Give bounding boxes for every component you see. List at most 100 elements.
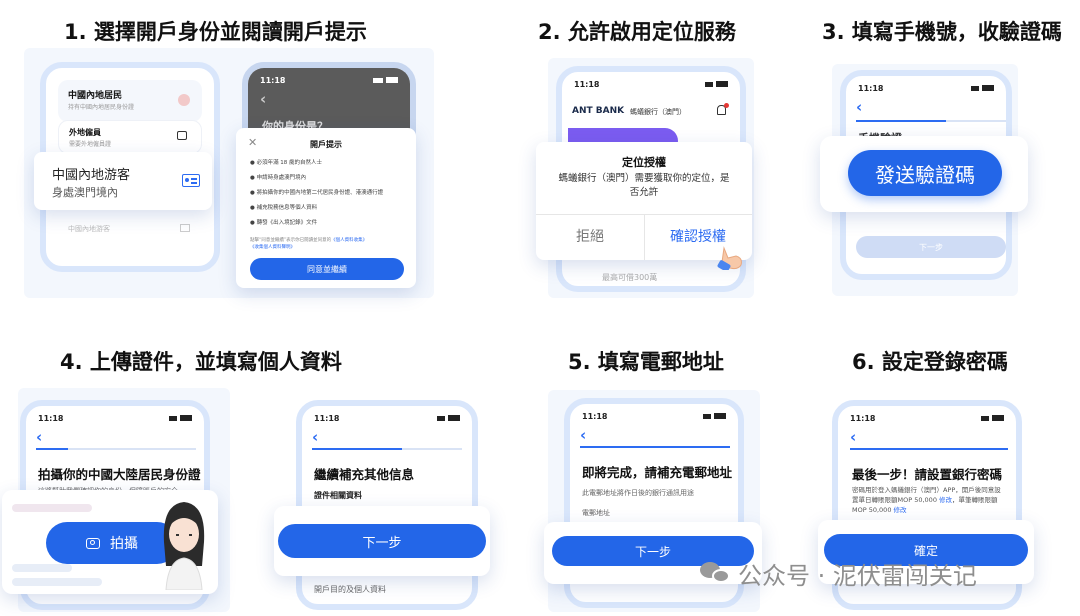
avatar-illustration bbox=[158, 496, 210, 591]
notification-dot bbox=[724, 103, 729, 108]
option-mainland-tourist-faded: 中國內地游客 bbox=[68, 225, 110, 233]
selected-option-title: 中國內地游客 bbox=[52, 168, 131, 183]
agreement-link[interactable]: 《收集個人資料聲明》 bbox=[250, 244, 295, 250]
edit-limit-link[interactable]: 修改 bbox=[939, 495, 953, 504]
watermark-text: 公众号 · 泥伏雷闯关记 bbox=[738, 561, 977, 590]
brand-logo: ANT BANK bbox=[572, 106, 625, 116]
progress-bar bbox=[312, 448, 462, 450]
step-3-title: 3. 填寫手機號，收驗證碼 bbox=[822, 20, 1062, 44]
agree-continue-button[interactable]: 同意並繼續 bbox=[250, 258, 404, 280]
progress-bar bbox=[36, 448, 196, 450]
progress-bar bbox=[856, 120, 1006, 122]
option-foreign-worker[interactable]: 外地僱員 需要外地僱員證 bbox=[58, 120, 202, 154]
password-description: 密碼用於登入螞蟻銀行（澳門）APP，開戶後同意設置單日轉賬限額MOP 50,00… bbox=[852, 486, 1001, 514]
placeholder-line bbox=[12, 578, 102, 586]
status-time: 11:18 bbox=[850, 413, 876, 423]
option-mainland-resident[interactable]: 中國內地居民 持有中國內地居民身份證 bbox=[58, 80, 202, 122]
status-time: 11:18 bbox=[38, 413, 64, 423]
page-title: 最後一步！請設置銀行密碼 bbox=[852, 467, 1003, 482]
status-bar: 11:18 bbox=[314, 412, 460, 424]
step-1-title: 1. 選擇開戶身份並閱讀開戶提示 bbox=[64, 20, 367, 44]
placeholder-line bbox=[12, 504, 92, 512]
confirm-card: 確定 bbox=[818, 520, 1034, 584]
status-time: 11:18 bbox=[582, 411, 608, 421]
send-code-button[interactable]: 發送驗證碼 bbox=[848, 150, 1002, 196]
tip-item: ● 補充稅務信息等個人資料 bbox=[250, 205, 318, 211]
progress-bar bbox=[850, 448, 1008, 450]
step-2-title: 2. 允許啟用定位服務 bbox=[538, 20, 736, 44]
status-bar: 11:18 bbox=[574, 78, 728, 90]
progress-bar bbox=[580, 446, 730, 448]
section-title: 證件相關資料 bbox=[314, 491, 362, 500]
watermark: 公众号 · 泥伏雷闯关记 bbox=[700, 556, 977, 590]
status-time: 11:18 bbox=[314, 413, 340, 423]
status-bar: 11:18 bbox=[582, 410, 726, 422]
option-title: 中國內地居民 bbox=[68, 91, 123, 101]
step-4-title: 4. 上傳證件，並填寫個人資料 bbox=[60, 350, 342, 374]
status-time: 11:18 bbox=[574, 79, 600, 89]
id-card-icon bbox=[178, 94, 190, 106]
agreement-link[interactable]: 《個人資料收集》 bbox=[331, 238, 368, 243]
wechat-icon bbox=[700, 560, 730, 586]
status-bar: 11:18 bbox=[38, 412, 192, 424]
camera-icon bbox=[86, 537, 100, 549]
option-sub: 持有中國內地居民身份證 bbox=[68, 104, 135, 111]
back-arrow-icon[interactable]: ‹ bbox=[856, 98, 863, 116]
selected-option-sub: 身處澳門境內 bbox=[52, 186, 118, 199]
location-permission-dialog: 定位授權 螞蟻銀行（澳門）需要獲取你的定位，是否允許 拒絕 確認授權 bbox=[536, 142, 752, 260]
next-card: 下一步 bbox=[274, 506, 490, 576]
tips-sheet: ✕ 開戶提示 ● 必須年滿 18 歲的自然人士 ● 申請時身處澳門境內 ● 將拍… bbox=[236, 128, 416, 288]
agreement-text: 點擊“同意並繼續”表示你已閱讀並同意的《個人資料收集》《收集個人資料聲明》 bbox=[250, 238, 368, 250]
shoot-label: 拍攝 bbox=[110, 536, 138, 552]
next-button[interactable]: 下一步 bbox=[278, 524, 486, 558]
back-arrow-icon[interactable]: ‹ bbox=[850, 428, 857, 446]
section-footer: 開戶目的及個人資料 bbox=[314, 585, 386, 594]
selected-option-card[interactable]: 中國內地游客 身處澳門境內 bbox=[34, 152, 212, 210]
email-field-label: 電郵地址 bbox=[582, 509, 610, 517]
promo-text: 最高可借300萬 bbox=[602, 273, 658, 282]
tip-item: ● 轉發《出入境記錄》文件 bbox=[250, 220, 318, 226]
tip-item: ● 申請時身處澳門境內 bbox=[250, 175, 307, 181]
sheet-title: 開戶提示 bbox=[310, 140, 342, 149]
bank-name: 螞蟻銀行（澳門） bbox=[630, 108, 686, 116]
option-title: 外地僱員 bbox=[69, 128, 101, 137]
edit-limit-link[interactable]: 修改 bbox=[893, 505, 907, 514]
phone-extra-info: 11:18 ‹ 繼續補充其他信息 證件相關資料 開戶目的及個人資料 bbox=[296, 400, 478, 610]
tip-item: ● 必須年滿 18 歲的自然人士 bbox=[250, 160, 323, 166]
dialog-title: 定位授權 bbox=[622, 156, 666, 169]
option-sub: 需要外地僱員證 bbox=[69, 141, 112, 148]
page-title: 繼續補充其他信息 bbox=[314, 467, 415, 482]
back-arrow-icon[interactable]: ‹ bbox=[580, 426, 587, 444]
status-time: 11:18 bbox=[260, 75, 286, 85]
tip-item: ● 將拍攝你的中國內地第二代居民身份證、港澳通行證 bbox=[250, 190, 384, 196]
id-card-icon bbox=[180, 224, 190, 232]
back-arrow-icon[interactable]: ‹ bbox=[312, 428, 319, 446]
tips-list: ● 必須年滿 18 歲的自然人士 ● 申請時身處澳門境內 ● 將拍攝你的中國內地… bbox=[250, 158, 410, 233]
step-6-title: 6. 設定登錄密碼 bbox=[852, 350, 1008, 374]
id-card-icon bbox=[182, 174, 200, 187]
page-title: 拍攝你的中國大陸居民身份證 bbox=[38, 467, 201, 482]
divider bbox=[644, 214, 645, 260]
status-bar: 11:18 bbox=[850, 412, 1004, 424]
status-bar: 11:18 bbox=[260, 74, 398, 86]
back-arrow-icon[interactable]: ‹ bbox=[36, 428, 43, 446]
id-capture-preview: 拍攝 bbox=[2, 490, 218, 594]
briefcase-icon bbox=[177, 131, 187, 140]
status-time: 11:18 bbox=[858, 83, 884, 93]
status-bar: 11:18 bbox=[858, 82, 994, 94]
next-button[interactable]: 下一步 bbox=[552, 536, 754, 566]
reject-button[interactable]: 拒絕 bbox=[576, 229, 604, 245]
dialog-body: 螞蟻銀行（澳門）需要獲取你的定位，是否允許 bbox=[558, 173, 730, 198]
close-icon[interactable]: ✕ bbox=[248, 136, 258, 149]
bell-icon[interactable] bbox=[717, 105, 726, 115]
step-5-title: 5. 填寫電郵地址 bbox=[568, 350, 724, 374]
confirm-button[interactable]: 確定 bbox=[824, 534, 1028, 566]
next-button-disabled[interactable]: 下一步 bbox=[856, 236, 1006, 258]
shoot-button[interactable]: 拍攝 bbox=[46, 522, 178, 564]
page-subtitle: 此電郵地址將作日後的銀行通訊用途 bbox=[582, 489, 694, 497]
page-title: 即將完成，請補充電郵地址 bbox=[582, 465, 733, 480]
confirm-authorize-button[interactable]: 確認授權 bbox=[670, 229, 726, 245]
send-code-card: 發送驗證碼 bbox=[820, 136, 1028, 212]
back-arrow-icon[interactable]: ‹ bbox=[260, 90, 267, 108]
pointing-hand-icon bbox=[716, 244, 746, 272]
